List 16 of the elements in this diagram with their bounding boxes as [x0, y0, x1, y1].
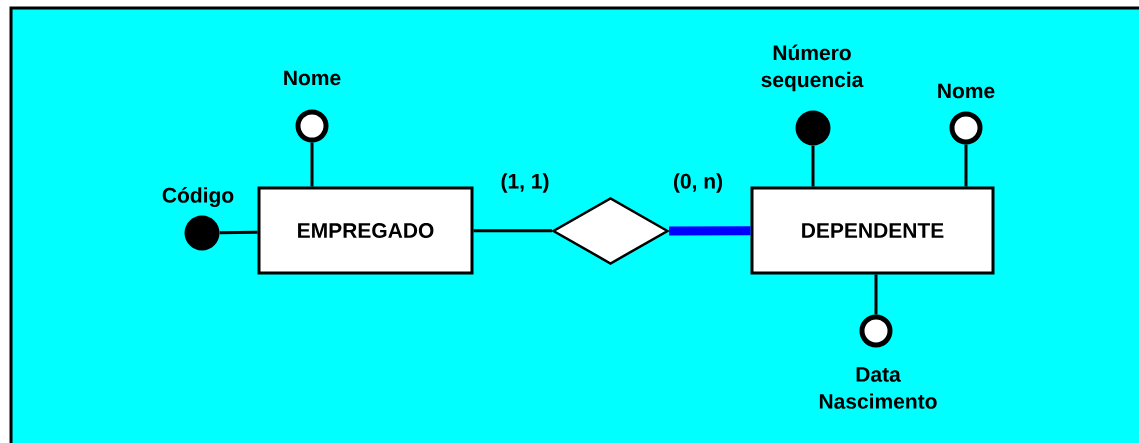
connector-line [310, 142, 314, 187]
attribute-name: Nome [284, 70, 341, 86]
connector-line [219, 230, 258, 235]
attribute-name: Data Nascimento [819, 367, 937, 409]
connector-line [473, 229, 552, 233]
connector-line [669, 226, 751, 236]
cardinality-label: (0, n) [674, 173, 723, 193]
connector-line [964, 144, 968, 187]
cardinality-label: (1, 1) [501, 173, 549, 193]
entity-box: EMPREGADO [257, 186, 474, 275]
connector-line [811, 145, 815, 187]
entity-box: DEPENDENTE [750, 186, 995, 275]
attribute-name: Código [162, 187, 234, 207]
attribute-name: Nome [938, 83, 995, 99]
attribute-name: Número sequencia [761, 44, 864, 92]
connector-line [874, 274, 878, 315]
